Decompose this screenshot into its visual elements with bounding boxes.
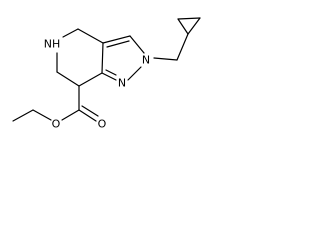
bond-c7-c7a [78,72,103,87]
bond-c3a-c7a [101,42,104,74]
atom-label-o-ester: O [52,118,61,131]
atom-label-o-carbonyl: O [98,118,107,131]
bond-c3a-c3-double [102,35,131,44]
bond-n1-c7a-double [101,72,117,81]
bond-n1-c7a-double-inner [105,69,117,76]
structure-canvas: NH N N O O [0,0,236,141]
bond-ethyl-ch3 [12,109,34,122]
bond-n2-n1 [127,66,142,81]
bond-c3a-c3-double-inner [106,40,130,48]
bond-cp-c [177,17,201,20]
atom-label-nh: NH [44,38,61,51]
bond-ch2-bottom-c7 [56,71,80,87]
bond-ch2-top-c3a [77,28,104,44]
bond-cp-b [187,17,201,35]
bond-nh-ch2-top [62,28,79,38]
molecule-drawing: NH N N O O [12,17,201,131]
atom-label-n2: N [142,54,150,67]
bond-cp-a [177,18,189,35]
bond-carbonyl-o-double [78,109,97,122]
bond-c3-n2 [129,35,145,54]
bond-carbonyl-o-ester [61,109,80,121]
bond-o-ethyl [32,109,52,121]
atom-label-n1: N [118,77,126,90]
bond-ch2-cp [176,33,189,61]
bond-n2-ch2 [153,57,178,61]
bond-carbonyl-o-double-inner [81,105,99,117]
